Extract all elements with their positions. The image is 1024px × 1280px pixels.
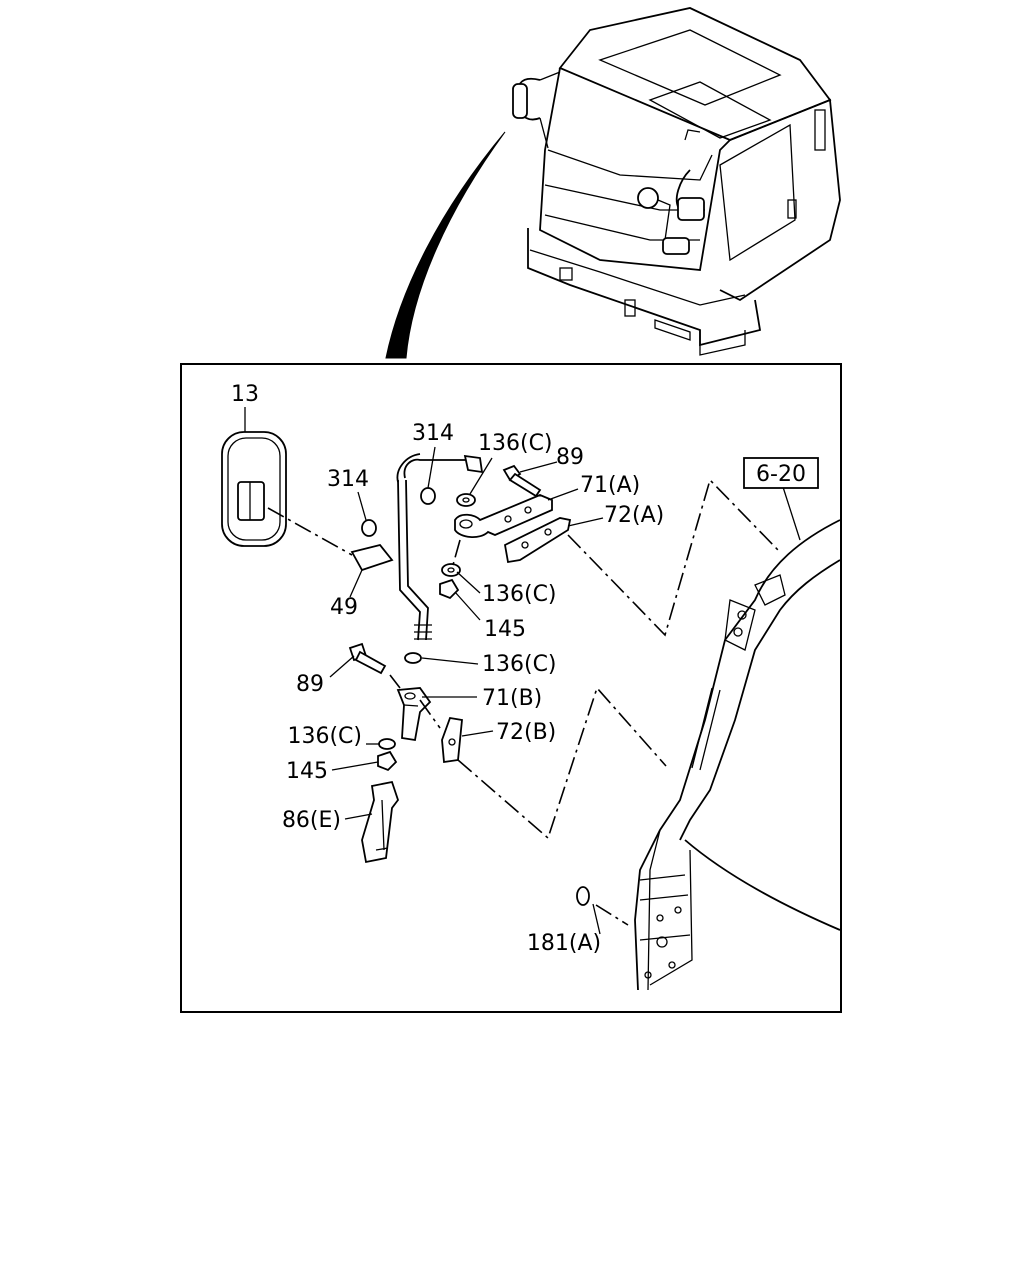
callout-cover: 86(E): [282, 808, 341, 833]
callout-nut-bottom: 145: [286, 759, 328, 784]
detail-frame: [180, 363, 842, 1013]
cab-pillar-illustration: [634, 519, 841, 991]
callout-plate-lower: 72(B): [496, 720, 556, 745]
frame-reference-box: [743, 457, 819, 489]
mirror-stay-tube: [350, 453, 484, 641]
callout-washer-lower: 136(C): [482, 652, 557, 677]
callout-bracket-upper: 71(A): [580, 473, 640, 498]
callout-nut-mid: 145: [484, 617, 526, 642]
truck-overview-illustration: [512, 7, 841, 356]
mirror-head: [221, 431, 287, 547]
callout-washer-mid: 136(C): [482, 582, 557, 607]
leader-lines: [244, 407, 801, 935]
callout-cap-left: 314: [327, 467, 369, 492]
callout-cap-upper: 314: [412, 421, 454, 446]
frame-reference-label: 6-20: [756, 462, 806, 487]
callout-bolt-top: 89: [556, 445, 584, 470]
fastener-parts: [348, 464, 590, 906]
callout-tube: 49: [330, 595, 358, 620]
detail-pointer-arrow: [385, 131, 506, 359]
callout-washer-bottom: 136(C): [287, 724, 362, 749]
callout-washer-top: 136(C): [478, 431, 553, 456]
callout-mirror: 13: [231, 382, 259, 407]
callout-plate-upper: 72(A): [604, 503, 664, 528]
callout-bolt-lower: 89: [296, 672, 324, 697]
callout-bracket-lower: 71(B): [482, 686, 542, 711]
callout-grommet: 181(A): [527, 931, 601, 956]
